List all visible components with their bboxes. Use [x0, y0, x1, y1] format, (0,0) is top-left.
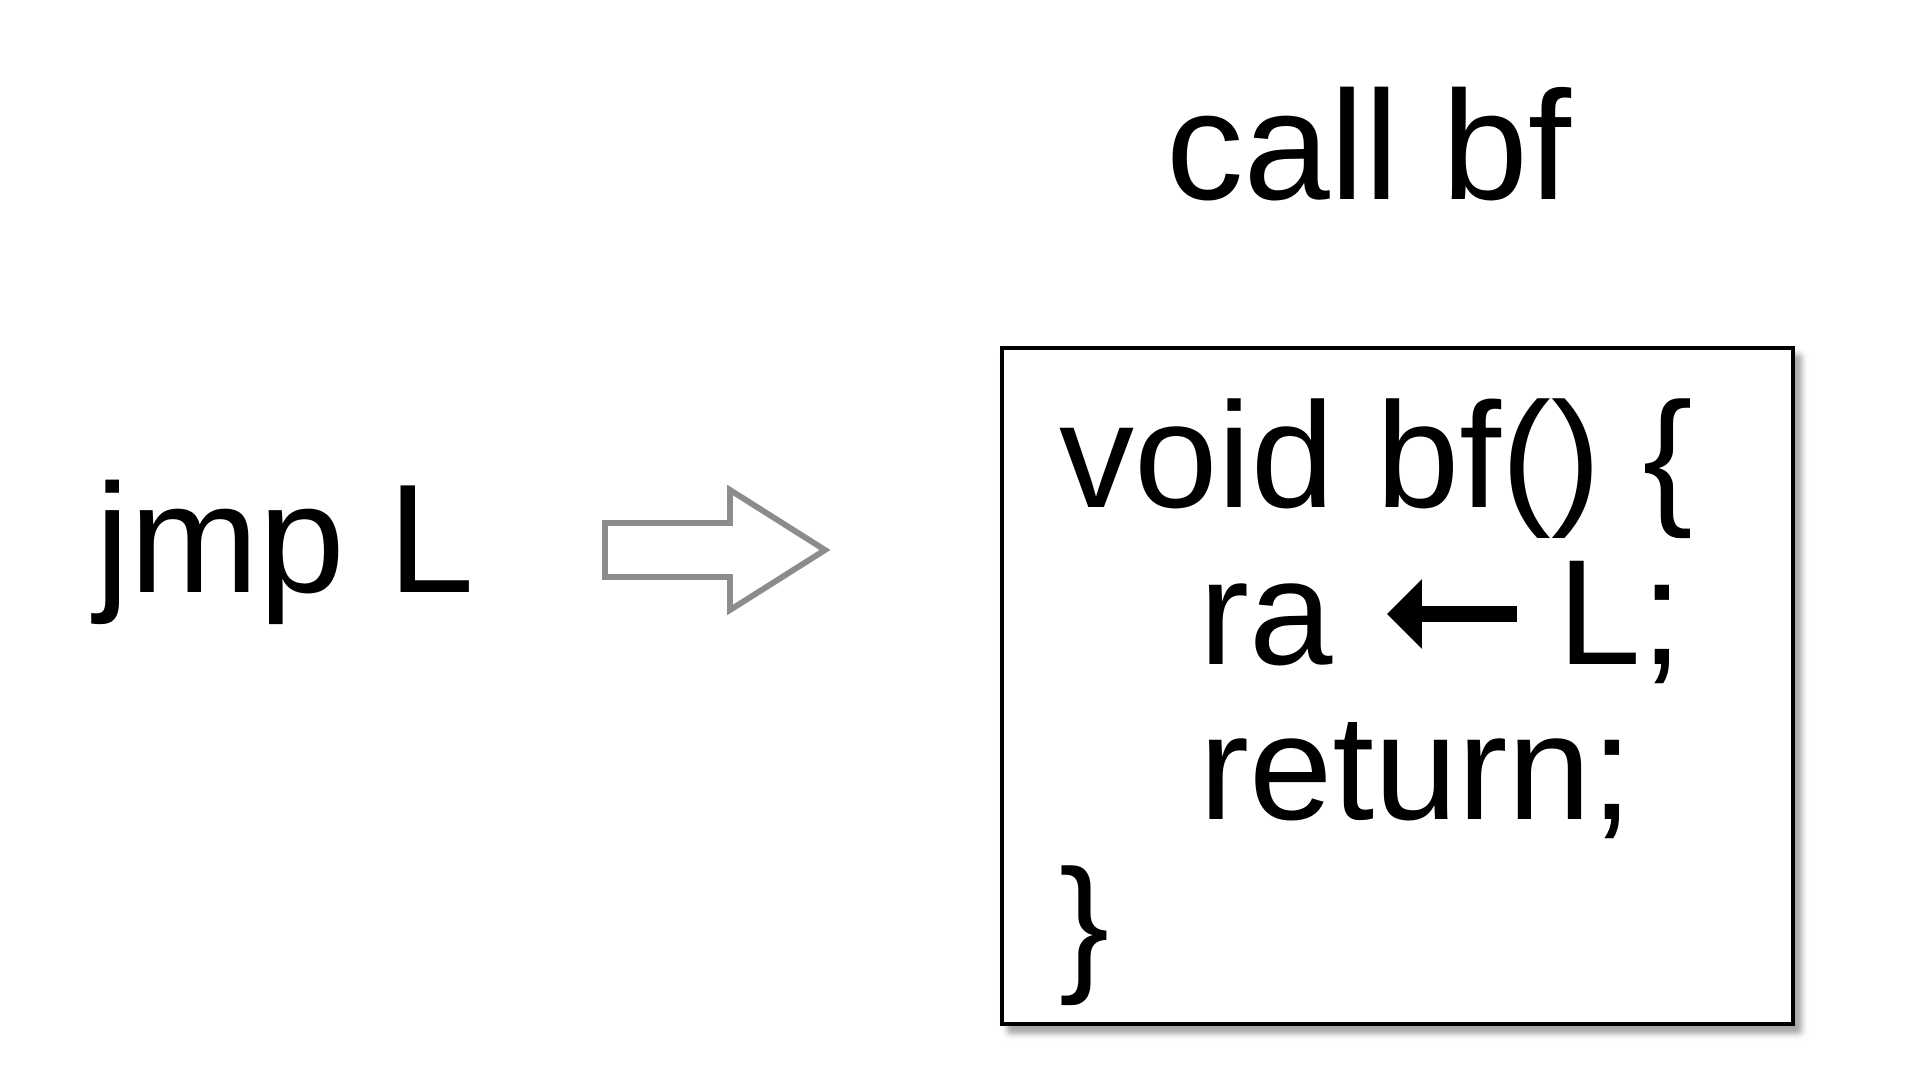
code-line-close-brace: } — [1059, 838, 1110, 1006]
left-arrow-icon — [1387, 579, 1518, 650]
jump-label: jmp L — [95, 452, 475, 625]
register-name: ra — [1199, 528, 1333, 696]
transform-arrow-icon — [602, 485, 831, 615]
code-line-return: return; — [1199, 683, 1633, 851]
code-line-signature: void bf() { — [1059, 371, 1693, 539]
assign-target: L; — [1557, 528, 1683, 696]
call-label: call bf — [1166, 59, 1571, 232]
